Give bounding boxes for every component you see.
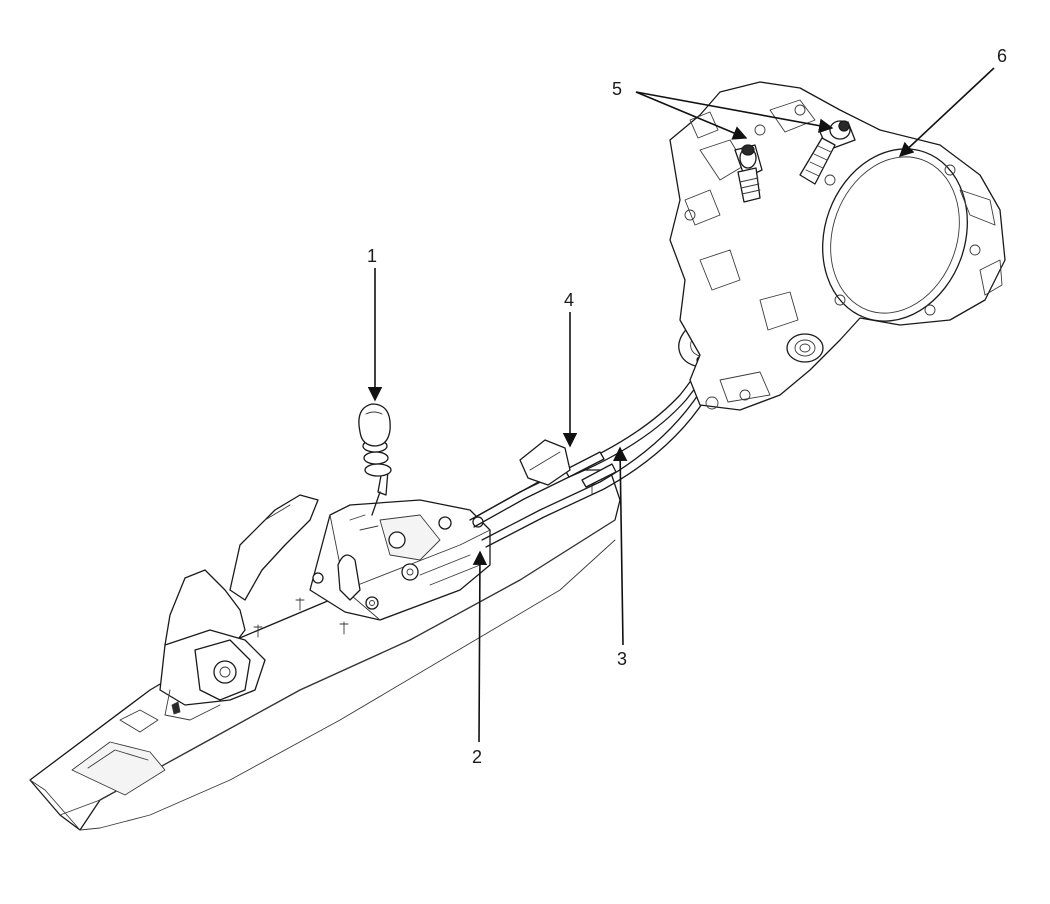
cable-end-select <box>737 144 761 203</box>
cable-end-shift <box>799 120 851 185</box>
callout-1: 1 <box>367 246 378 266</box>
callout-5: 5 <box>612 79 623 99</box>
callout-3: 3 <box>617 649 628 669</box>
leader-6 <box>898 67 995 157</box>
cable-bracket <box>519 439 571 486</box>
leader-3 <box>612 446 628 646</box>
parking-brake-lever <box>159 494 319 721</box>
shift-knob <box>358 403 392 516</box>
callout-2: 2 <box>472 747 483 767</box>
shift-lever-assembly <box>309 499 491 621</box>
leader-5 <box>635 91 834 140</box>
callout-6: 6 <box>997 46 1008 66</box>
leader-2 <box>472 550 488 743</box>
callout-4: 4 <box>564 290 575 310</box>
